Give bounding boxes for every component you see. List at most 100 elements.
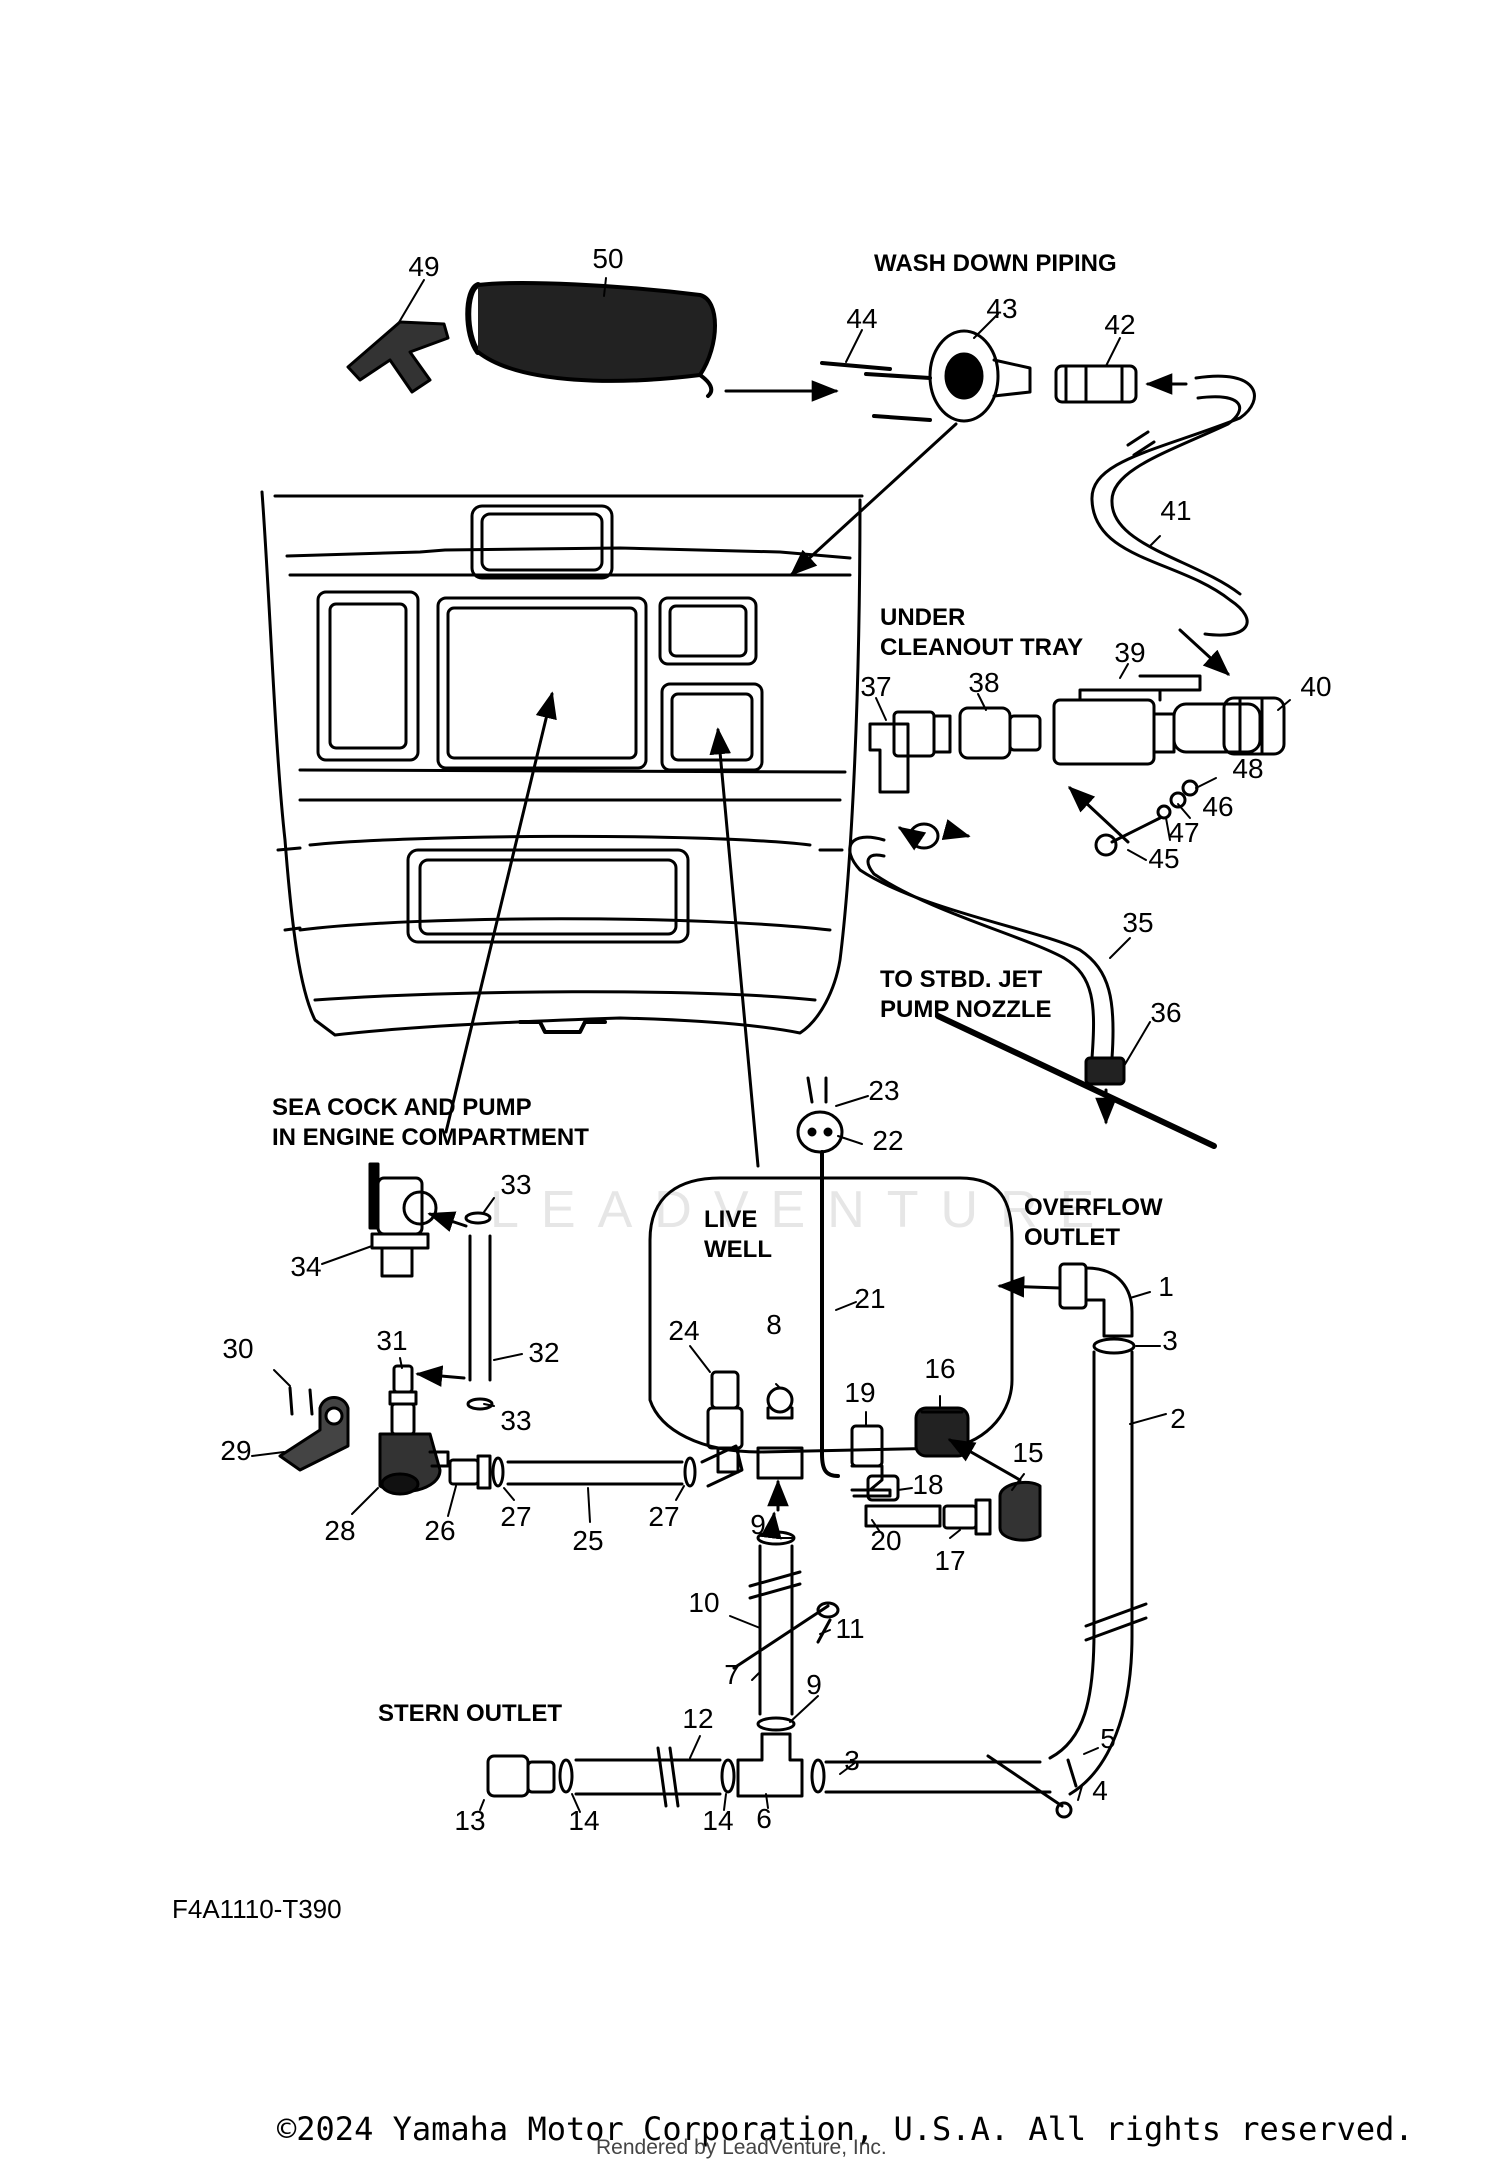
- screw-5: [1066, 1758, 1078, 1788]
- pump-34: [368, 1162, 438, 1278]
- washer-46: [1169, 791, 1187, 809]
- callout-8: 8: [766, 1309, 782, 1340]
- hull-top-hatch: [470, 504, 614, 580]
- callout-22: 22: [872, 1125, 903, 1156]
- callout-1: 1: [1158, 1271, 1174, 1302]
- clamp-27-left: [491, 1456, 505, 1488]
- sea-cock-28: [378, 1402, 450, 1496]
- callout-10: 10: [688, 1587, 719, 1618]
- callout-32: 32: [528, 1337, 559, 1368]
- screw-11: [816, 1618, 832, 1644]
- callout-39: 39: [1114, 637, 1145, 668]
- stern-fitting-13: [486, 1754, 556, 1798]
- nut-48: [1181, 779, 1199, 797]
- callout-28: 28: [324, 1515, 355, 1546]
- spray-nozzle-49: [346, 320, 450, 394]
- callout-35: 35: [1122, 907, 1153, 938]
- diagram-code: F4A1110-T390: [172, 1894, 342, 1924]
- tie-head-4: [1055, 1801, 1073, 1819]
- hose-stern-to-tee: [824, 1760, 1052, 1794]
- cap-16: [914, 1406, 970, 1458]
- heading-overflow-2: OUTLET: [1024, 1224, 1120, 1251]
- hose-20: [864, 1504, 942, 1528]
- callout-13: 13: [454, 1805, 485, 1836]
- callout-44: 44: [846, 303, 877, 334]
- callout-29: 29: [220, 1435, 251, 1466]
- section-divider-line: [935, 1013, 1217, 1149]
- callout-42: 42: [1104, 309, 1135, 340]
- tie-4: [986, 1754, 1064, 1808]
- heading-stbd-jet-2: PUMP NOZZLE: [880, 996, 1052, 1023]
- callout-17: 17: [934, 1545, 965, 1576]
- callout-15: 15: [1012, 1437, 1043, 1468]
- fitting-40: [1172, 696, 1286, 756]
- heading-stern-outlet: STERN OUTLET: [378, 1700, 562, 1727]
- callout-36: 36: [1150, 997, 1181, 1028]
- callout-43: 43: [986, 293, 1017, 324]
- washer-47: [1156, 804, 1172, 820]
- hose-21: [820, 1150, 840, 1478]
- callout-14-right: 14: [702, 1805, 733, 1836]
- deck-hull-outline: [260, 490, 864, 1037]
- clamp-on-35: [908, 822, 940, 850]
- hose-25: [506, 1460, 684, 1486]
- callout-49: 49: [408, 251, 439, 282]
- plug-8: [766, 1386, 794, 1420]
- heading-under-cleanout-tray-1: UNDER: [880, 604, 966, 631]
- hose-2: [1048, 1350, 1148, 1796]
- screws-30: [288, 1386, 314, 1416]
- strainer-24: [700, 1370, 744, 1488]
- adapter-38: [958, 706, 1042, 760]
- valve-39: [1052, 674, 1202, 766]
- callout-33-top: 33: [500, 1169, 531, 1200]
- compartment-left: [316, 590, 420, 762]
- callout-24: 24: [668, 1315, 699, 1346]
- callout-18: 18: [912, 1469, 943, 1500]
- clamp-33-bottom: [466, 1397, 494, 1411]
- callout-31: 31: [376, 1325, 407, 1356]
- nozzle-36: [1084, 1056, 1126, 1086]
- clamp-3-top: [1092, 1337, 1136, 1355]
- well-drain-fitting: [756, 1446, 804, 1480]
- callout-40: 40: [1300, 671, 1331, 702]
- callout-41: 41: [1160, 495, 1191, 526]
- callout-46: 46: [1202, 791, 1233, 822]
- fitting-42: [1054, 364, 1138, 404]
- bracket-29: [278, 1396, 350, 1472]
- callout-25: 25: [572, 1525, 603, 1556]
- cleanout-tray: [660, 682, 764, 772]
- heading-under-cleanout-tray-2: CLEANOUT TRAY: [880, 634, 1084, 661]
- callout-16: 16: [924, 1353, 955, 1384]
- leader-lines: [251, 277, 1291, 1813]
- hose-12: [574, 1746, 722, 1808]
- heading-stbd-jet-1: TO STBD. JET: [880, 966, 1043, 993]
- callout-14-left: 14: [568, 1805, 599, 1836]
- callout-11: 11: [835, 1613, 864, 1644]
- callout-21: 21: [854, 1283, 885, 1314]
- coiled-hose-50: [465, 281, 717, 398]
- callout-33-bottom: 33: [500, 1405, 531, 1436]
- callout-4: 4: [1092, 1775, 1108, 1806]
- fitting-17: [942, 1498, 992, 1536]
- callout-2: 2: [1170, 1403, 1186, 1434]
- clamp-14-right: [720, 1758, 736, 1794]
- tie-10-head: [816, 1601, 840, 1619]
- clamp-27-right: [683, 1456, 697, 1488]
- callout-47: 47: [1168, 817, 1199, 848]
- live-well-outline: [648, 1176, 1014, 1454]
- flange-43: [928, 329, 1032, 423]
- callout-48: 48: [1232, 753, 1263, 784]
- callout-23: 23: [868, 1075, 899, 1106]
- callout-27-left: 27: [500, 1501, 531, 1532]
- clamp-9-bottom: [756, 1716, 796, 1732]
- heading-overflow-1: OVERFLOW: [1024, 1194, 1163, 1221]
- clamp-9-top: [756, 1530, 796, 1546]
- engine-hatch: [406, 848, 690, 944]
- bolt-45: [1094, 816, 1162, 857]
- callout-9-top: 9: [750, 1509, 766, 1540]
- tie-10: [732, 1604, 830, 1670]
- outlet-22: [796, 1110, 844, 1154]
